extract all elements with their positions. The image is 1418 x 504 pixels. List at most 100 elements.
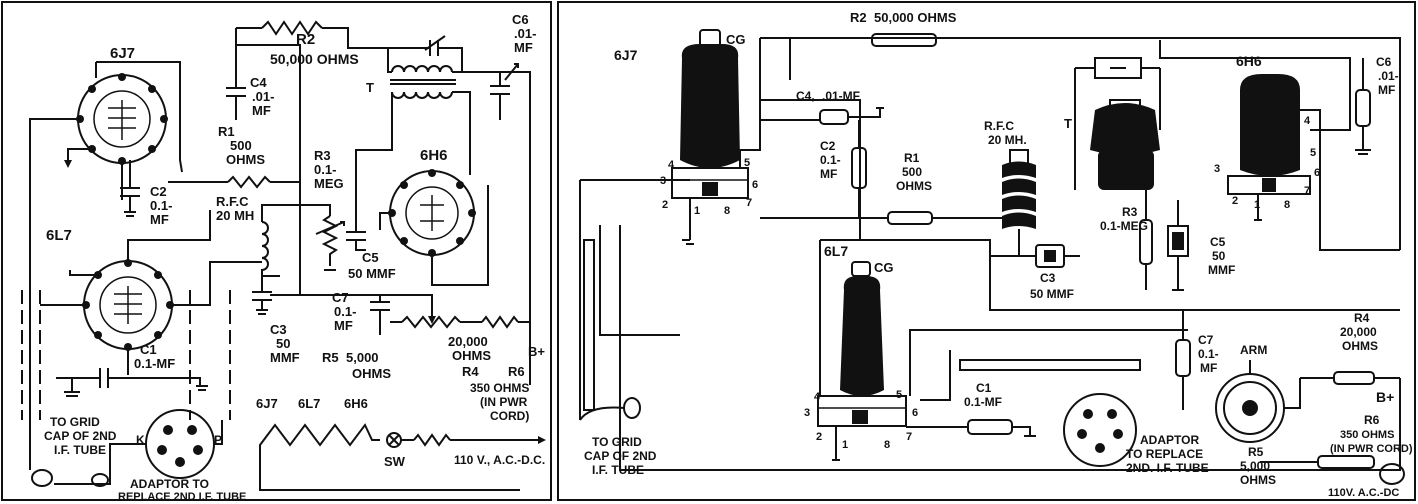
r6-cord-resistor: [1317, 455, 1375, 469]
right-c1-value: 0.1-MF: [964, 395, 1002, 409]
left-r2-value: 50,000 OHMS: [270, 51, 359, 67]
r2-resistor-symbol: [261, 20, 323, 36]
c4-capacitor: [819, 109, 849, 125]
right-c6-label: C6: [1376, 55, 1392, 69]
left-c3-label: C3: [270, 322, 287, 337]
r4-resistor-symbol: [481, 315, 519, 329]
pin-6j7-3: 3: [660, 175, 666, 187]
left-rfc-value: 20 MH: [216, 208, 254, 223]
shielded-wire: [959, 359, 1141, 371]
right-r5-label: R5: [1248, 445, 1264, 459]
right-c3-value: 50 MMF: [1030, 287, 1074, 301]
left-schematic: [21, 20, 546, 491]
left-r2-label: R2: [296, 31, 315, 48]
right-r4-label: R4: [1354, 311, 1370, 325]
left-6l7-label: 6L7: [46, 227, 72, 244]
right-c7-value1: 0.1-: [1198, 347, 1219, 361]
tube-6j7: [671, 29, 861, 245]
left-r3-value1: 0.1-: [314, 162, 336, 177]
right-c2-label: C2: [820, 139, 836, 153]
right-r6-value1: 350 OHMS: [1340, 429, 1394, 441]
right-c4-value: .01-MF: [822, 89, 860, 103]
left-c2-label: C2: [150, 184, 167, 199]
right-panel-border: [557, 1, 1416, 501]
right-c7-value2: MF: [1200, 361, 1217, 375]
pin-6h6-7: 7: [1304, 185, 1310, 197]
left-panel-border: [1, 1, 552, 501]
left-c7-value2: MF: [334, 318, 353, 333]
right-c1-label: C1: [976, 381, 992, 395]
tube-6l7: [817, 261, 907, 461]
left-c6-value2: MF: [514, 40, 533, 55]
left-grid-label2: CAP OF 2ND: [44, 429, 117, 443]
left-r5-value1: 5,000: [346, 350, 379, 365]
left-r3-value2: MEG: [314, 176, 344, 191]
left-r4-value2: OHMS: [452, 348, 491, 363]
left-6h6-label: 6H6: [420, 147, 448, 164]
pin-6l7-2: 2: [816, 431, 822, 443]
adaptor-socket: [145, 409, 215, 479]
left-sw-label: SW: [384, 454, 406, 469]
left-c7-label: C7: [332, 290, 349, 305]
right-r1-value2: OHMS: [896, 179, 932, 193]
left-c4-value1: .01-: [252, 89, 274, 104]
right-c4-label: C4,: [796, 89, 815, 103]
right-r2-value: 50,000 OHMS: [874, 10, 957, 25]
c6-capacitor: [1355, 89, 1371, 127]
right-c7-label: C7: [1198, 333, 1214, 347]
left-c5-value: 50 MMF: [348, 266, 396, 281]
right-adaptor-label3: 2ND. I.F. TUBE: [1126, 461, 1209, 475]
right-grid-label2: CAP OF 2ND: [584, 449, 657, 463]
pin-6j7-4: 4: [668, 159, 675, 171]
left-r4-value1: 20,000: [448, 334, 488, 349]
left-grid-label3: I.F. TUBE: [54, 443, 106, 457]
left-bplus-label: B+: [528, 344, 545, 359]
c1-capacitor: [967, 419, 1013, 435]
pin-6h6-3: 3: [1214, 163, 1220, 175]
socket-6h6: [388, 169, 476, 257]
r1-resistor-symbol: [227, 175, 271, 189]
right-r4-value1: 20,000: [1340, 325, 1377, 339]
right-ac-label: 110V. A.C.-DC: [1328, 487, 1399, 499]
pin-6l7-4: 4: [814, 391, 821, 403]
right-r1-label: R1: [904, 151, 920, 165]
right-cg2-label: CG: [874, 260, 894, 275]
r4-resistor: [1333, 371, 1375, 385]
pin-6h6-8: 8: [1284, 199, 1290, 211]
left-r6-label: R6: [508, 364, 525, 379]
pin-6h6-4: 4: [1304, 115, 1311, 127]
pin-6l7-6: 6: [912, 407, 918, 419]
right-r5-value1: 5,000: [1240, 459, 1270, 473]
right-r2-label: R2: [850, 10, 867, 25]
adaptor-socket-pictorial: [1063, 393, 1137, 467]
pin-6h6-2: 2: [1232, 195, 1238, 207]
left-c4-label: C4: [250, 75, 267, 90]
left-fil-6h6-label: 6H6: [344, 396, 368, 411]
right-grid-label1: TO GRID: [592, 435, 642, 449]
left-r4-label: R4: [462, 364, 479, 379]
left-r1-value2: OHMS: [226, 152, 265, 167]
right-rfc-label: R.F.C: [984, 119, 1014, 133]
left-c3-value1: 50: [276, 336, 290, 351]
right-c5-value2: MMF: [1208, 263, 1235, 277]
right-r4-value2: OHMS: [1342, 339, 1378, 353]
left-c6-value1: .01-: [514, 26, 536, 41]
right-r3-value: 0.1-MEG: [1100, 219, 1148, 233]
right-bplus-label: B+: [1376, 389, 1394, 405]
right-c6-value1: .01-: [1378, 69, 1399, 83]
left-acdc-label: 110 V., A.C.-D.C.: [454, 453, 545, 467]
left-c6-label: C6: [512, 12, 529, 27]
transformer-t: [355, 35, 471, 230]
rfc-coil: [1002, 149, 1036, 255]
left-r6-value1: 350 OHMS: [470, 381, 529, 395]
left-r3-label: R3: [314, 148, 331, 163]
left-r5-label: R5: [322, 350, 339, 365]
pin-6l7-7: 7: [906, 431, 912, 443]
left-c5-label: C5: [362, 250, 379, 265]
left-c2-value2: MF: [150, 212, 169, 227]
right-r6-value2: (IN PWR CORD): [1330, 443, 1413, 455]
left-r6-value2: (IN PWR: [480, 395, 528, 409]
left-fil-6l7-label: 6L7: [298, 396, 320, 411]
c7-capacitor: [1175, 339, 1191, 377]
